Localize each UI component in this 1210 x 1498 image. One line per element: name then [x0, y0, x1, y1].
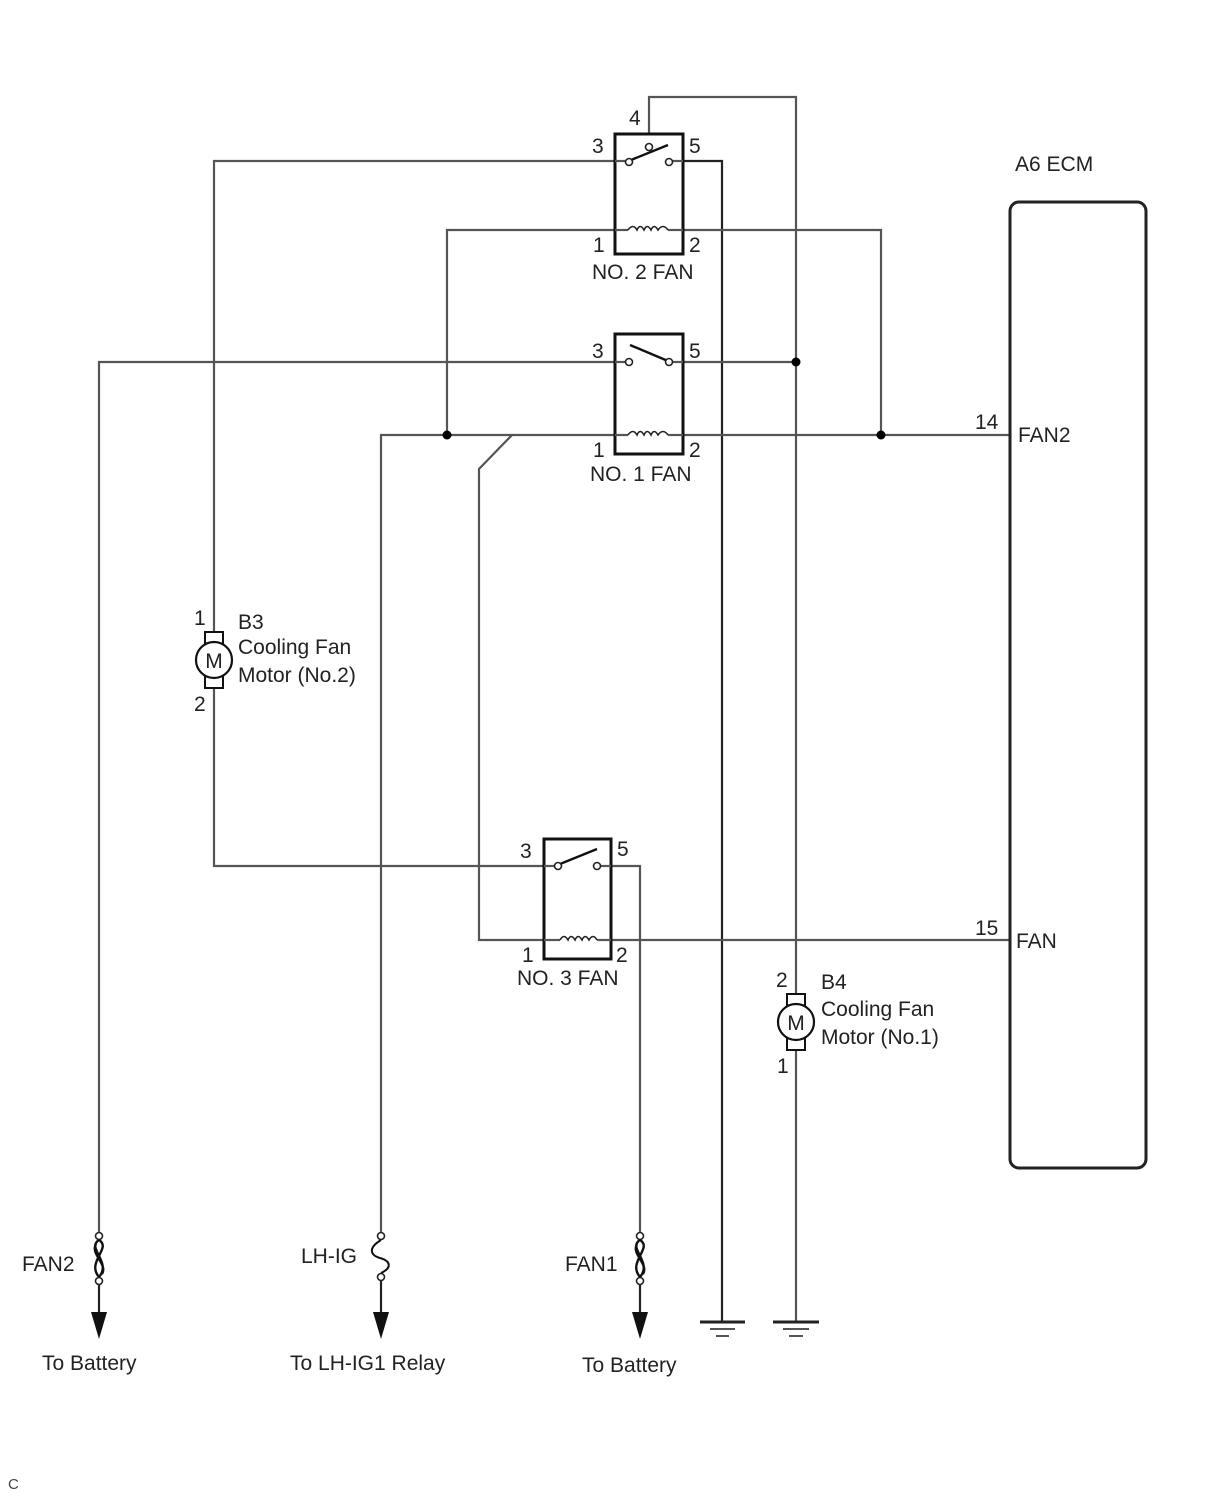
wire-no1-pin3-to-fan2-fuse: [97, 360, 628, 1232]
motor-b3: M 1 2 B3 Cooling Fan Motor (No.2): [194, 607, 356, 716]
motor-b4: M 2 1 B4 Cooling Fan Motor (No.1): [776, 969, 939, 1078]
ecm-pin-name: FAN2: [1018, 424, 1071, 447]
motor-description: Cooling Fan: [821, 998, 934, 1021]
pin-label: 5: [689, 340, 701, 363]
wire-lhig-to-no3-coil: [477, 434, 560, 942]
pin-label: 2: [194, 693, 206, 716]
pin-label: 3: [592, 135, 604, 158]
wire-no2-coil-right: [668, 228, 883, 435]
fusible-link-icon: [93, 1238, 105, 1278]
relay-no3-fan: 3 5 1 2 NO. 3 FAN: [517, 837, 629, 990]
wire-no2-pin4-to-ground: [647, 95, 798, 1322]
fusible-link-icon: [634, 1238, 646, 1278]
pin-label: 1: [522, 944, 534, 967]
ecm-pin-number: 14: [975, 411, 999, 434]
wire-no2-pin3-to-b3: [212, 159, 628, 632]
wire-b3-to-no3-pin3: [212, 688, 557, 868]
switch-contact-icon: [559, 847, 598, 866]
relay-label: NO. 3 FAN: [517, 967, 619, 990]
ecm-body: [1008, 200, 1148, 1170]
motor-code: B4: [821, 971, 847, 994]
motor-icon: [194, 640, 234, 680]
junction-dot: [442, 430, 452, 440]
destination-label: To LH-IG1 Relay: [290, 1352, 446, 1375]
pin-label: 2: [776, 969, 788, 992]
fuse-lhig: LH-IG To LH-IG1 Relay: [290, 1231, 446, 1375]
wires: [97, 95, 1010, 1322]
fuse-fan1: FAN1 To Battery: [565, 1231, 677, 1377]
fuse-icon: [370, 1239, 390, 1274]
motor-icon: [776, 1002, 816, 1042]
fuse-fan2: FAN2 To Battery: [22, 1231, 137, 1375]
relay-body: [613, 132, 685, 256]
motor-symbol: M: [787, 1012, 805, 1035]
arrow-down-icon: [373, 1312, 389, 1339]
motor-description: Motor (No.2): [238, 664, 356, 687]
wire-lhig-to-no1-coil: [379, 433, 628, 1232]
junction-dot: [876, 430, 886, 440]
relay-coil-icon: [627, 225, 669, 232]
junction-dot: [791, 357, 801, 367]
pin-label: 5: [689, 135, 701, 158]
pin-label: 3: [520, 840, 532, 863]
relay-coil-icon: [627, 430, 669, 437]
pin-label: 1: [777, 1055, 789, 1078]
fuse-label: LH-IG: [301, 1245, 357, 1268]
relay-label: NO. 1 FAN: [590, 463, 692, 486]
ecm-a6: A6 ECM 14 FAN2 15 FAN: [975, 153, 1148, 1170]
arrow-down-icon: [632, 1312, 648, 1339]
destination-label: To Battery: [42, 1352, 137, 1375]
ecm-label: A6 ECM: [1015, 153, 1093, 176]
ecm-pin-number: 15: [975, 917, 998, 940]
motor-description: Motor (No.1): [821, 1026, 939, 1049]
pin-label: 2: [689, 234, 701, 257]
ground-2: [773, 1320, 819, 1337]
relay-no1-fan: 3 5 1 2 NO. 1 FAN: [590, 332, 701, 486]
ground-1: [700, 1320, 745, 1337]
switch-contact-icon: [629, 343, 669, 363]
fuse-label: FAN2: [22, 1253, 75, 1276]
pin-label: 1: [194, 607, 206, 630]
pin-label: 1: [593, 439, 605, 462]
motor-symbol: M: [205, 650, 223, 673]
diagram-code: C: [8, 1476, 19, 1493]
wire-no2-coil-left: [445, 228, 628, 435]
motor-code: B3: [238, 611, 264, 634]
pin-label: 2: [616, 944, 628, 967]
ecm-pin-name: FAN: [1016, 930, 1057, 953]
motor-description: Cooling Fan: [238, 636, 351, 659]
wire-no2-pin5-to-ground: [668, 159, 724, 1322]
pin-label: 4: [629, 107, 641, 130]
pin-label: 5: [617, 838, 629, 861]
pin-label: 3: [592, 340, 604, 363]
fuse-label: FAN1: [565, 1253, 618, 1276]
relay-label: NO. 2 FAN: [592, 261, 694, 284]
switch-contact-icon: [630, 143, 669, 162]
destination-label: To Battery: [582, 1354, 677, 1377]
arrow-down-icon: [91, 1312, 107, 1339]
relay-no2-fan: 3 4 5 1 2 NO. 2 FAN: [592, 107, 701, 284]
relay-coil-icon: [559, 935, 598, 942]
pin-label: 2: [689, 439, 701, 462]
pin-label: 1: [593, 234, 605, 257]
